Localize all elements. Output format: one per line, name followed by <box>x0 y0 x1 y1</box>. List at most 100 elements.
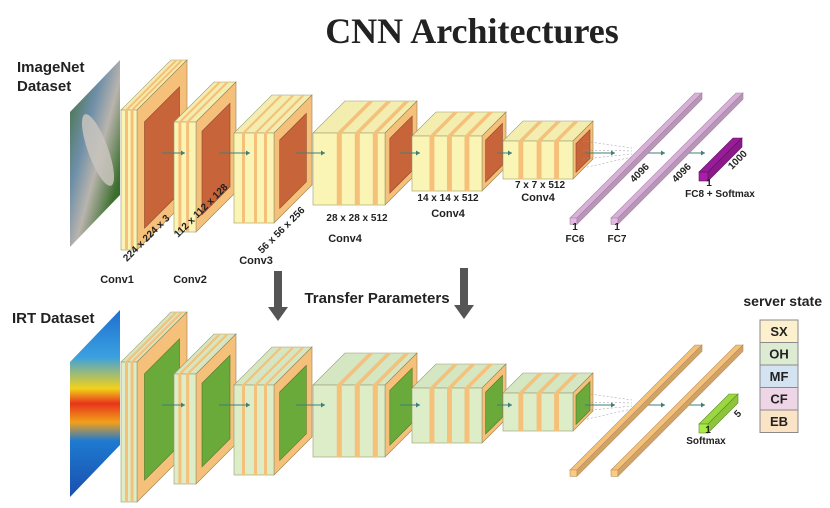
block-stripe-top <box>254 347 295 385</box>
block-stripe-top <box>178 334 222 374</box>
conv-block-2 <box>173 333 237 485</box>
block-stripe-top <box>536 373 562 393</box>
flow-arrow-8-head <box>701 402 705 408</box>
cat-input-image <box>70 60 120 247</box>
projection-line <box>582 153 633 160</box>
block-stripe <box>372 385 378 457</box>
server-state-item-oh: OH <box>759 342 799 366</box>
layer-dims-conv4c: 7 x 7 x 512 <box>515 180 565 191</box>
imagenet-label-line2: Dataset <box>17 78 71 95</box>
fc6-width: 1 <box>572 222 578 233</box>
conv-block-5 <box>411 111 507 192</box>
block-stripe <box>242 385 245 475</box>
block-stripe-top <box>447 112 476 136</box>
block-stripe-top <box>186 334 230 374</box>
block-stripe <box>447 136 452 191</box>
imagenet-label-line1: ImageNet <box>17 59 85 76</box>
block-stripe <box>130 362 134 502</box>
conv-block-2 <box>173 81 237 233</box>
block-stripe-top <box>264 347 305 385</box>
fc6-label: FC6 <box>566 234 585 245</box>
block-stripe-top <box>554 373 579 393</box>
conv-block-6 <box>502 372 594 432</box>
block-stripe-top <box>354 353 392 385</box>
block-stripe-top <box>264 95 305 133</box>
server-state-item-cf: CF <box>759 387 799 411</box>
block-stripe-top <box>130 60 184 110</box>
fc8-label: FC8 + Softmax <box>685 189 755 200</box>
conv-block-4 <box>312 100 418 206</box>
block-stripe-top <box>125 60 178 110</box>
block-stripe <box>518 393 524 431</box>
server-state-item-sx: SX <box>759 319 799 343</box>
block-stripe-top <box>536 121 562 141</box>
softmax-width: 1 <box>705 425 711 436</box>
flow-arrow-5-head <box>508 402 512 408</box>
layer-name-conv4a: Conv4 <box>328 233 363 245</box>
flow-arrow-7-head <box>661 150 665 156</box>
projection-line <box>582 140 633 149</box>
layer-name-conv2: Conv2 <box>173 274 207 286</box>
transfer-arrow-left <box>268 271 288 321</box>
server-state-label: CF <box>770 392 787 407</box>
flow-arrow-3-head <box>321 402 325 408</box>
kernel-face <box>575 380 591 426</box>
block-front-face <box>120 361 138 503</box>
flow-arrow-3-head <box>321 150 325 156</box>
block-stripe <box>536 141 542 179</box>
fc-bar-side <box>576 92 703 226</box>
layer-dims-conv4b: 14 x 14 x 512 <box>417 193 479 204</box>
block-stripe <box>125 362 128 502</box>
fc-bar-side <box>617 344 744 478</box>
kernel-face <box>575 128 591 174</box>
flow-arrow-1-head <box>181 402 185 408</box>
block-stripe <box>125 110 128 250</box>
block-stripe-top <box>130 312 184 362</box>
flow-arrow-6-head <box>611 150 615 156</box>
irt-network <box>120 311 744 503</box>
block-stripe-top <box>429 364 459 388</box>
softmax-label: Softmax <box>686 436 726 447</box>
block-front-face <box>120 109 138 251</box>
flow-arrow-8-head <box>701 150 705 156</box>
block-stripe <box>429 388 435 443</box>
fc8-width: 1 <box>706 178 712 189</box>
block-stripe <box>536 393 542 431</box>
block-stripe <box>242 133 245 223</box>
fc7-width: 1 <box>614 222 620 233</box>
conv-block-3 <box>233 94 313 224</box>
block-stripe <box>264 385 267 475</box>
conv-block-3 <box>233 346 313 476</box>
output-end <box>698 171 709 182</box>
flow-arrow-2-head <box>246 150 250 156</box>
projection-line <box>582 408 633 421</box>
layer-name-conv4b: Conv4 <box>431 208 466 220</box>
fc-bar-end <box>610 469 619 477</box>
block-stripe-top <box>518 121 544 141</box>
kernel-face <box>485 374 503 435</box>
block-stripe <box>518 141 524 179</box>
server-state-cell <box>759 409 799 433</box>
flow-arrow-1-head <box>181 150 185 156</box>
diagram-title: CNN Architectures <box>325 11 619 51</box>
layer-name-conv1: Conv1 <box>100 274 134 286</box>
server-state-label: EB <box>770 414 788 429</box>
kernel-face <box>279 364 307 462</box>
thermal-input-image <box>70 310 120 497</box>
block-stripe <box>130 110 134 250</box>
server-state-title: server state <box>743 293 822 309</box>
fc-bar-side <box>576 344 703 478</box>
fc-bar-side <box>617 92 744 226</box>
server-state-label: OH <box>769 347 789 362</box>
block-stripe <box>554 393 559 431</box>
flow-arrow-4-head <box>416 150 420 156</box>
block-stripe <box>554 141 559 179</box>
layer-name-conv4c: Conv4 <box>521 192 556 204</box>
block-stripe <box>254 385 257 475</box>
block-stripe <box>186 374 190 484</box>
flow-arrow-4-head <box>416 402 420 408</box>
block-front-face <box>173 373 197 485</box>
projection-line <box>582 401 633 404</box>
conv-block-4 <box>312 352 418 458</box>
flow-arrow-5-head <box>508 150 512 156</box>
